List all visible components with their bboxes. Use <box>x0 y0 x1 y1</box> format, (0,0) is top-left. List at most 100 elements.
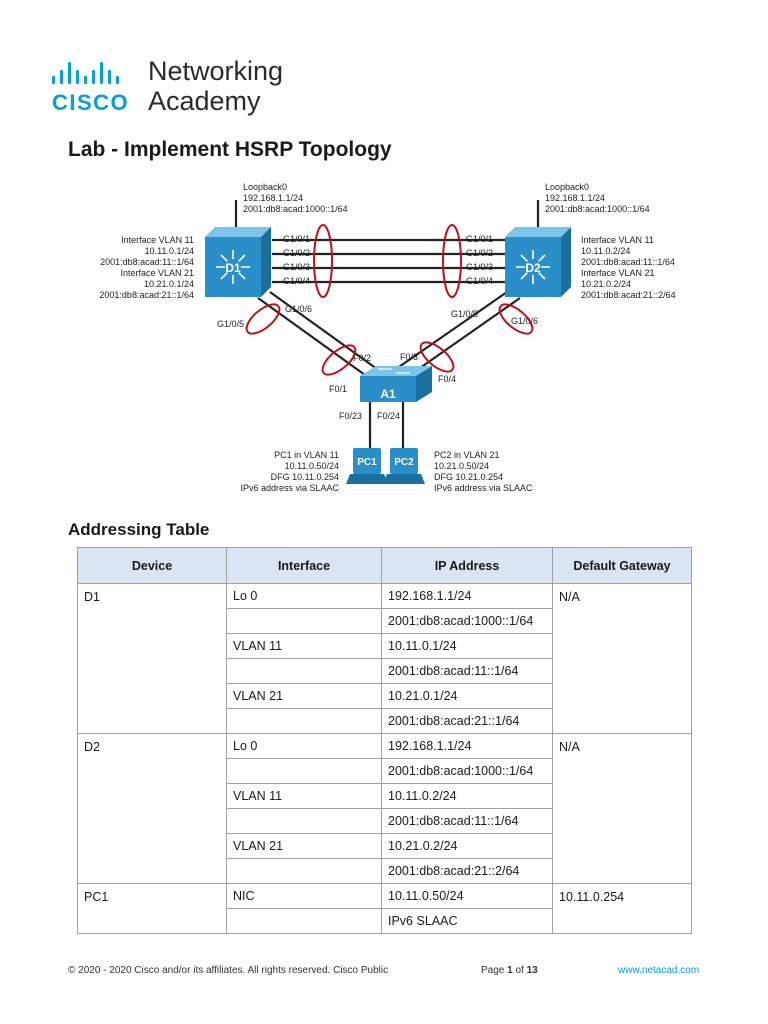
footer-url[interactable]: www.netacad.com <box>618 965 699 976</box>
ip-address-cell: 2001:db8:acad:11::1/64 <box>381 808 553 834</box>
gateway-cell: N/A <box>552 733 692 884</box>
logo-academy-text: Academy <box>148 86 261 116</box>
svg-text:2001:db8:acad:21::1/64: 2001:db8:acad:21::1/64 <box>99 290 194 300</box>
ip-address-cell: IPv6 SLAAC <box>381 908 553 934</box>
svg-text:F0/3: F0/3 <box>400 352 418 362</box>
svg-text:G1/0/1: G1/0/1 <box>466 234 493 244</box>
pc1-info: PC1 in VLAN 11 10.11.0.50/24 DFG 10.11.0… <box>240 450 339 493</box>
interface-cell <box>226 808 382 834</box>
ip-address-cell: 2001:db8:acad:21::1/64 <box>381 708 553 734</box>
gateway-cell: 10.11.0.254 <box>552 883 692 934</box>
table-row: 2001:db8:acad:1000::1/64 <box>78 758 692 784</box>
d2-multilayer-switch-icon: D2 <box>505 227 571 297</box>
svg-text:PC2 in VLAN 21: PC2 in VLAN 21 <box>434 450 500 460</box>
ip-address-cell: 10.11.0.2/24 <box>381 783 553 809</box>
svg-text:Interface VLAN 21: Interface VLAN 21 <box>581 268 655 278</box>
footer-page-number: Page 1 of 13 <box>481 965 538 976</box>
ip-address-cell: 10.11.0.50/24 <box>381 883 553 909</box>
ip-address-cell: 10.21.0.2/24 <box>381 833 553 859</box>
d2-loopback-info: Loopback0 192.168.1.1/24 2001:db8:acad:1… <box>545 182 650 214</box>
d1-multilayer-switch-icon: D1 <box>205 227 271 297</box>
pc2-info: PC2 in VLAN 21 10.21.0.50/24 DFG 10.21.0… <box>434 450 533 493</box>
interface-cell: VLAN 21 <box>226 683 382 709</box>
svg-text:2001:db8:acad:1000::1/64: 2001:db8:acad:1000::1/64 <box>545 204 650 214</box>
table-row: 2001:db8:acad:11::1/64 <box>78 808 692 834</box>
interface-cell <box>226 658 382 684</box>
d2-interface-info: Interface VLAN 11 10.11.0.2/24 2001:db8:… <box>581 235 676 300</box>
d1-interface-info: Interface VLAN 11 10.11.0.1/24 2001:db8:… <box>99 235 194 300</box>
interface-cell: NIC <box>226 883 382 909</box>
interface-cell: VLAN 21 <box>226 833 382 859</box>
ip-address-cell: 192.168.1.1/24 <box>381 583 553 609</box>
interface-cell <box>226 708 382 734</box>
ip-address-cell: 192.168.1.1/24 <box>381 733 553 759</box>
interface-cell <box>226 608 382 634</box>
a1-label: A1 <box>380 387 396 401</box>
col-ip-address: IP Address <box>381 547 553 584</box>
svg-text:2001:db8:acad:1000::1/64: 2001:db8:acad:1000::1/64 <box>243 204 348 214</box>
ip-address-cell: 2001:db8:acad:21::2/64 <box>381 858 553 884</box>
netacad-link[interactable]: www.netacad.com <box>618 965 700 976</box>
svg-text:G1/0/1: G1/0/1 <box>283 234 310 244</box>
svg-text:F0/4: F0/4 <box>438 374 456 384</box>
svg-text:G1/0/4: G1/0/4 <box>466 276 493 286</box>
footer-copyright: © 2020 - 2020 Cisco and/or its affiliate… <box>68 965 389 976</box>
d1-label: D1 <box>225 261 241 275</box>
svg-text:Interface VLAN 11: Interface VLAN 11 <box>581 235 654 245</box>
svg-text:Loopback0: Loopback0 <box>243 182 287 192</box>
svg-text:DFG 10.11.0.254: DFG 10.11.0.254 <box>271 472 339 482</box>
svg-text:G1/0/6: G1/0/6 <box>285 304 312 314</box>
device-cell: D2 <box>77 733 227 884</box>
svg-text:G1/0/2: G1/0/2 <box>283 248 310 258</box>
interface-cell: VLAN 11 <box>226 633 382 659</box>
svg-text:10.11.0.1/24: 10.11.0.1/24 <box>145 246 194 256</box>
cisco-wordmark: cisco <box>52 90 130 115</box>
table-row: IPv6 SLAAC <box>78 908 692 934</box>
interface-cell <box>226 758 382 784</box>
ip-address-cell: 2001:db8:acad:1000::1/64 <box>381 608 553 634</box>
interface-cell: VLAN 11 <box>226 783 382 809</box>
svg-text:192.168.1.1/24: 192.168.1.1/24 <box>243 193 303 203</box>
svg-text:G1/0/6: G1/0/6 <box>511 316 538 326</box>
pc1-label: PC1 <box>357 457 377 468</box>
port-labels: G1/0/1 G1/0/2 G1/0/3 G1/0/4 G1/0/1 G1/0/… <box>217 234 538 421</box>
pc1-icon: PC1 <box>346 448 388 484</box>
ip-address-cell: 10.21.0.1/24 <box>381 683 553 709</box>
interface-cell <box>226 858 382 884</box>
svg-text:IPv6 address via SLAAC: IPv6 address via SLAAC <box>240 483 339 493</box>
svg-text:PC1 in VLAN 11: PC1 in VLAN 11 <box>274 450 339 460</box>
svg-text:G1/0/2: G1/0/2 <box>466 248 493 258</box>
ip-address-cell: 2001:db8:acad:1000::1/64 <box>381 758 553 784</box>
svg-text:2001:db8:acad:21::2/64: 2001:db8:acad:21::2/64 <box>581 290 676 300</box>
svg-text:Interface VLAN 21: Interface VLAN 21 <box>120 268 194 278</box>
page-title: Lab - Implement HSRP Topology <box>68 138 392 161</box>
cisco-networking-academy-logo: cisco Networking Academy <box>52 56 312 120</box>
interface-cell: Lo 0 <box>226 583 382 609</box>
device-cell: D1 <box>77 583 227 734</box>
svg-text:DFG 10.21.0.254: DFG 10.21.0.254 <box>434 472 503 482</box>
svg-text:Interface VLAN 11: Interface VLAN 11 <box>121 235 194 245</box>
a1-access-switch-icon: A1 <box>360 366 432 402</box>
logo-networking-text: Networking <box>148 56 284 86</box>
table-row: 2001:db8:acad:11::1/64 <box>78 658 692 684</box>
ip-address-cell: 2001:db8:acad:11::1/64 <box>381 658 553 684</box>
interface-cell: Lo 0 <box>226 733 382 759</box>
svg-text:10.21.0.1/24: 10.21.0.1/24 <box>144 279 194 289</box>
col-device: Device <box>77 547 227 584</box>
table-row: 2001:db8:acad:1000::1/64 <box>78 608 692 634</box>
svg-text:10.11.0.2/24: 10.11.0.2/24 <box>581 246 630 256</box>
table-header-row: Device Interface IP Address Default Gate… <box>77 547 692 584</box>
svg-text:G1/0/3: G1/0/3 <box>283 262 310 272</box>
svg-text:F0/2: F0/2 <box>353 353 371 363</box>
d1-loopback-info: Loopback0 192.168.1.1/24 2001:db8:acad:1… <box>243 182 348 214</box>
svg-text:G1/0/3: G1/0/3 <box>466 262 493 272</box>
pc2-icon: PC2 <box>383 448 425 484</box>
svg-text:2001:db8:acad:11::1/64: 2001:db8:acad:11::1/64 <box>100 257 194 267</box>
col-interface: Interface <box>226 547 382 584</box>
d2-label: D2 <box>525 261 541 275</box>
